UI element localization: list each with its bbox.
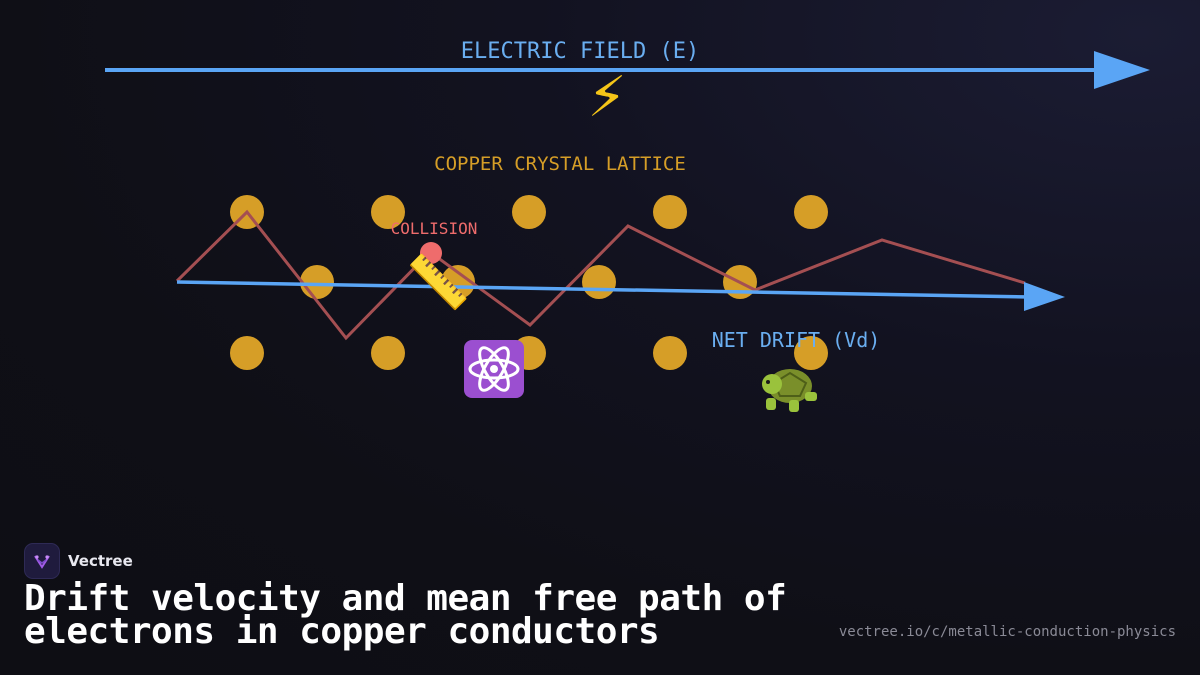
lattice-ion <box>582 265 616 299</box>
lattice-ion <box>300 265 334 299</box>
turtle-icon <box>762 369 817 412</box>
page-title: Drift velocity and mean free path of ele… <box>24 578 787 652</box>
lattice-label: COPPER CRYSTAL LATTICE <box>434 153 686 175</box>
lattice-ions <box>230 195 828 370</box>
collision-dot <box>420 242 442 264</box>
net-drift-label: NET DRIFT (Vd) <box>712 328 881 352</box>
lattice-ion <box>794 195 828 229</box>
lattice-ion <box>794 336 828 370</box>
lattice-ion <box>230 336 264 370</box>
collision-label: COLLISION <box>391 219 478 238</box>
lattice-ion <box>653 336 687 370</box>
brand-name: Vectree <box>68 552 133 570</box>
atom-icon <box>464 340 524 398</box>
ruler-icon: 📏 <box>406 252 471 313</box>
drift-diagram: ELECTRIC FIELD (E) ⚡ COPPER CRYSTAL LATT… <box>105 39 1150 412</box>
lightning-icon: ⚡ <box>587 65 626 130</box>
lattice-ion <box>371 336 405 370</box>
source-url[interactable]: vectree.io/c/metallic-conduction-physics <box>838 624 1176 640</box>
brand: Vectree <box>24 543 133 579</box>
vectree-logo-icon <box>24 543 60 579</box>
lattice-ion <box>653 195 687 229</box>
net-drift-arrow <box>176 280 1065 311</box>
electron-path <box>175 209 1026 341</box>
lattice-ion <box>441 265 475 299</box>
electric-field-label: ELECTRIC FIELD (E) <box>461 39 699 64</box>
electric-field-arrow <box>105 51 1150 89</box>
lattice-ion <box>371 195 405 229</box>
lattice-ion <box>512 195 546 229</box>
